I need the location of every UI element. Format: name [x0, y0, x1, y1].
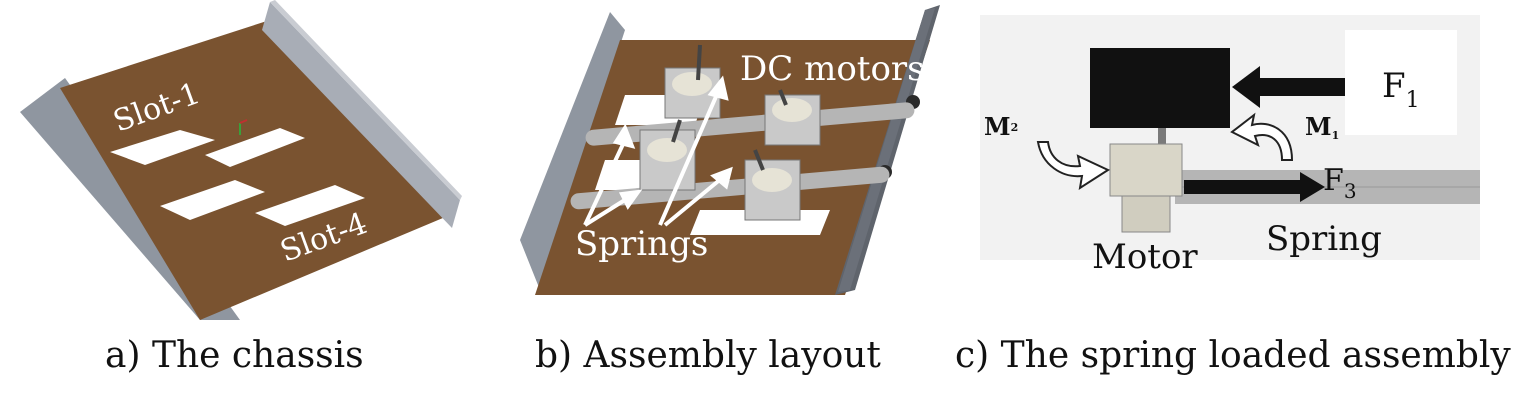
caption-chassis: a) The chassis [105, 335, 364, 376]
f1-force-arrow [1232, 66, 1345, 108]
slot-4 [255, 185, 365, 226]
f1-label: F1 [1382, 66, 1420, 113]
chassis-base-plate [60, 20, 450, 320]
dc-motor-3 [639, 119, 696, 191]
assembly-illustration: DC motors Springs [520, 5, 940, 295]
slot-3 [160, 180, 265, 220]
m1-label: M1 [1305, 112, 1339, 142]
assembly-left-wall [520, 12, 625, 290]
dc-motor-2 [764, 89, 821, 146]
caption-spring-loaded-assembly: c) The spring loaded assembly [955, 335, 1511, 376]
chassis-right-wall [262, 2, 460, 228]
slot-2 [205, 128, 305, 167]
spring-label: Spring [1266, 219, 1382, 259]
dc-motor-4 [744, 149, 801, 221]
f3-label: F3 [1323, 163, 1357, 203]
motor-label: Motor [1092, 237, 1198, 277]
spring-assembly-illustration: F1 M1 M2 F3 Motor Spring [980, 15, 1480, 277]
m2-moment-arrow [1036, 141, 1111, 191]
rod-lower [570, 166, 890, 210]
spring-pointer-arrows [583, 75, 733, 227]
m1-moment-arrow [1230, 112, 1294, 161]
motor-base [1121, 195, 1171, 233]
spring-loaded-assembly-figure: F1 M1 M2 F3 Motor Spring [970, 0, 1510, 330]
motor-housing [1109, 143, 1183, 197]
motor-body-dark [1090, 48, 1230, 128]
m2-label: M2 [984, 112, 1018, 141]
caption-assembly-layout: b) Assembly layout [535, 335, 881, 376]
chassis-illustration: Slot-1 Slot-4 [20, 0, 462, 320]
chassis-figure: Slot-1 Slot-4 [0, 0, 480, 330]
f3-force-arrow [1184, 172, 1325, 202]
dc-motors-label: DC motors [740, 49, 925, 89]
springs-label: Springs [575, 224, 708, 264]
slot-1 [110, 130, 215, 165]
assembly-layout-figure: DC motors Springs [500, 0, 960, 330]
